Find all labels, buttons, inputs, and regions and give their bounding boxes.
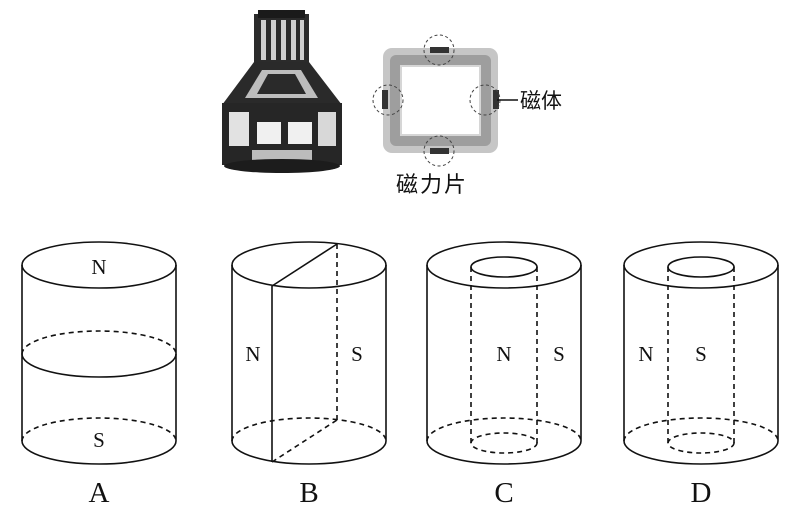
tile-caption: 磁力片	[396, 173, 468, 198]
cylinder-b-pole-s: S	[351, 342, 363, 366]
cylinder-a-pole-s: S	[93, 428, 105, 452]
cylinder-c-label: C	[494, 477, 513, 509]
cylinder-a-label: A	[89, 477, 110, 509]
cylinder-d-label: D	[691, 477, 712, 509]
cylinder-d	[623, 241, 779, 465]
cylinder-d-pole-s: S	[695, 342, 707, 366]
cylinder-a	[21, 241, 177, 465]
cylinder-a-pole-n: N	[91, 255, 106, 279]
cylinder-d-pole-n: N	[638, 342, 653, 366]
cylinder-c-pole-n: N	[496, 342, 511, 366]
lantern-structure-photo	[222, 10, 342, 173]
cylinder-b	[231, 241, 387, 465]
magnet-callout-label: 磁体	[520, 89, 562, 113]
cylinder-c	[426, 241, 582, 465]
cylinder-c-pole-s: S	[553, 342, 565, 366]
cylinder-b-label: B	[299, 477, 318, 509]
cylinder-b-pole-n: N	[245, 342, 260, 366]
magnetic-tile-photo	[372, 34, 518, 167]
